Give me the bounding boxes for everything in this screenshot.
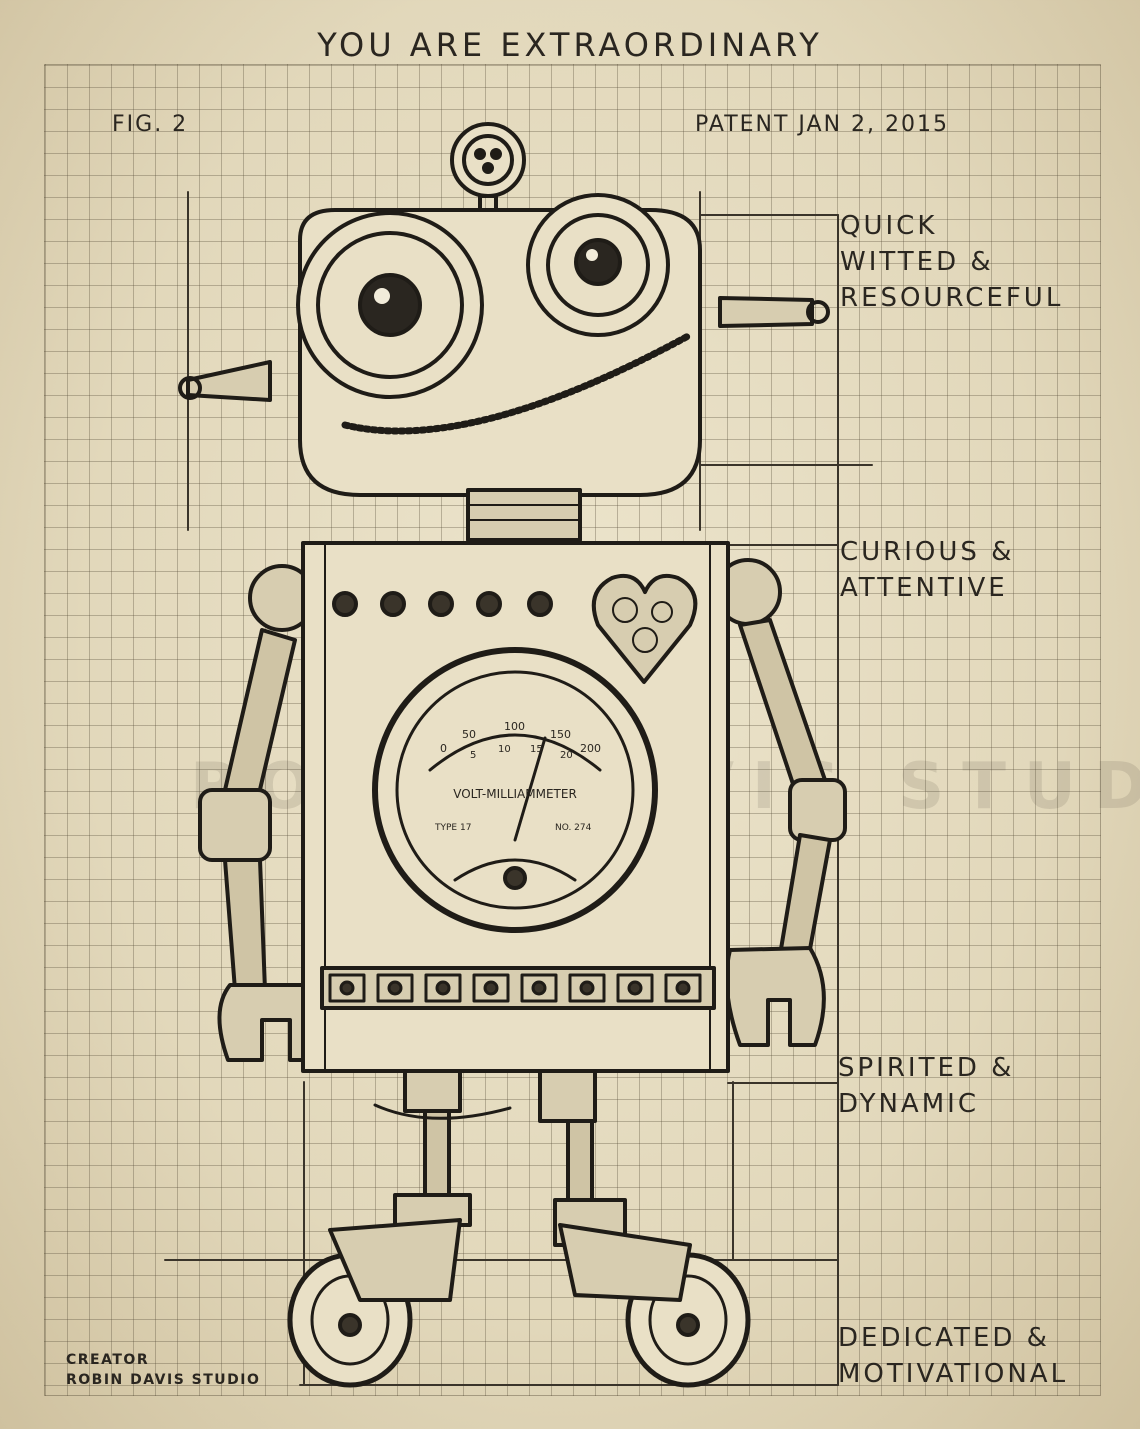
meter-scale-label: 150 (550, 728, 571, 741)
poster-title: YOU ARE EXTRAORDINARY (317, 26, 823, 64)
right-caster-wheel (558, 1223, 751, 1388)
meter-number: NO. 274 (555, 823, 592, 833)
trait-line: MOTIVATIONAL (838, 1359, 1069, 1389)
rivet (332, 591, 358, 617)
rivet (428, 591, 454, 617)
meter-needle (513, 736, 547, 842)
mouth (341, 331, 694, 435)
creator-name: ROBIN DAVIS STUDIO (66, 1372, 261, 1388)
figure-label: FIG. 2 (112, 112, 189, 137)
rivet (380, 591, 406, 617)
left-arm (198, 564, 330, 1062)
meter-inner-scale-label: 20 (560, 750, 573, 761)
meter-type: TYPE 17 (434, 823, 471, 833)
creator-label: CREATOR (66, 1352, 150, 1368)
volt-milliammeter: 0 50 100 150 200 5 10 15 20 VOLT-MILLIAM… (372, 647, 658, 933)
robot-legs (373, 1069, 627, 1247)
rivet (476, 591, 502, 617)
rivet (527, 591, 553, 617)
meter-scale-label: 200 (580, 742, 601, 755)
meter-name: VOLT-MILLIAMMETER (453, 787, 577, 801)
meter-scale-label: 50 (462, 728, 476, 741)
trait-dedicated: DEDICATED & MOTIVATIONAL (838, 1320, 1068, 1392)
trait-line: SPIRITED & (838, 1053, 1015, 1083)
robot-neck (466, 488, 582, 542)
meter-inner-scale-label: 15 (530, 744, 543, 755)
trait-line: WITTED & (840, 247, 994, 277)
meter-inner-scale-label: 10 (498, 744, 511, 755)
trait-spirited: SPIRITED & DYNAMIC (838, 1050, 1014, 1122)
antenna (450, 122, 526, 220)
meter-scale-arc (428, 733, 602, 772)
left-caster-wheel (287, 1218, 462, 1388)
right-wrench-hand (724, 946, 826, 1047)
trait-line: DEDICATED & (838, 1323, 1050, 1353)
trait-line: QUICK (840, 211, 938, 241)
meter-inner-scale-label: 5 (470, 750, 476, 761)
trait-line: CURIOUS & (840, 537, 1015, 567)
trait-line: DYNAMIC (838, 1089, 979, 1119)
right-arm (714, 558, 847, 1047)
left-eye-pupil (358, 273, 422, 337)
right-eye-pupil (574, 238, 622, 286)
trait-line: RESOURCEFUL (840, 283, 1064, 313)
meter-scale-label: 100 (504, 720, 525, 733)
trait-quick-witted: QUICK WITTED & RESOURCEFUL (840, 208, 1063, 316)
robot-head (178, 193, 830, 497)
patent-date: PATENT JAN 2, 2015 (695, 112, 950, 137)
creator-credit: CREATOR ROBIN DAVIS STUDIO (66, 1350, 260, 1390)
trait-curious: CURIOUS & ATTENTIVE (840, 534, 1014, 606)
meter-scale-label: 0 (440, 742, 447, 755)
trait-line: ATTENTIVE (840, 573, 1008, 603)
